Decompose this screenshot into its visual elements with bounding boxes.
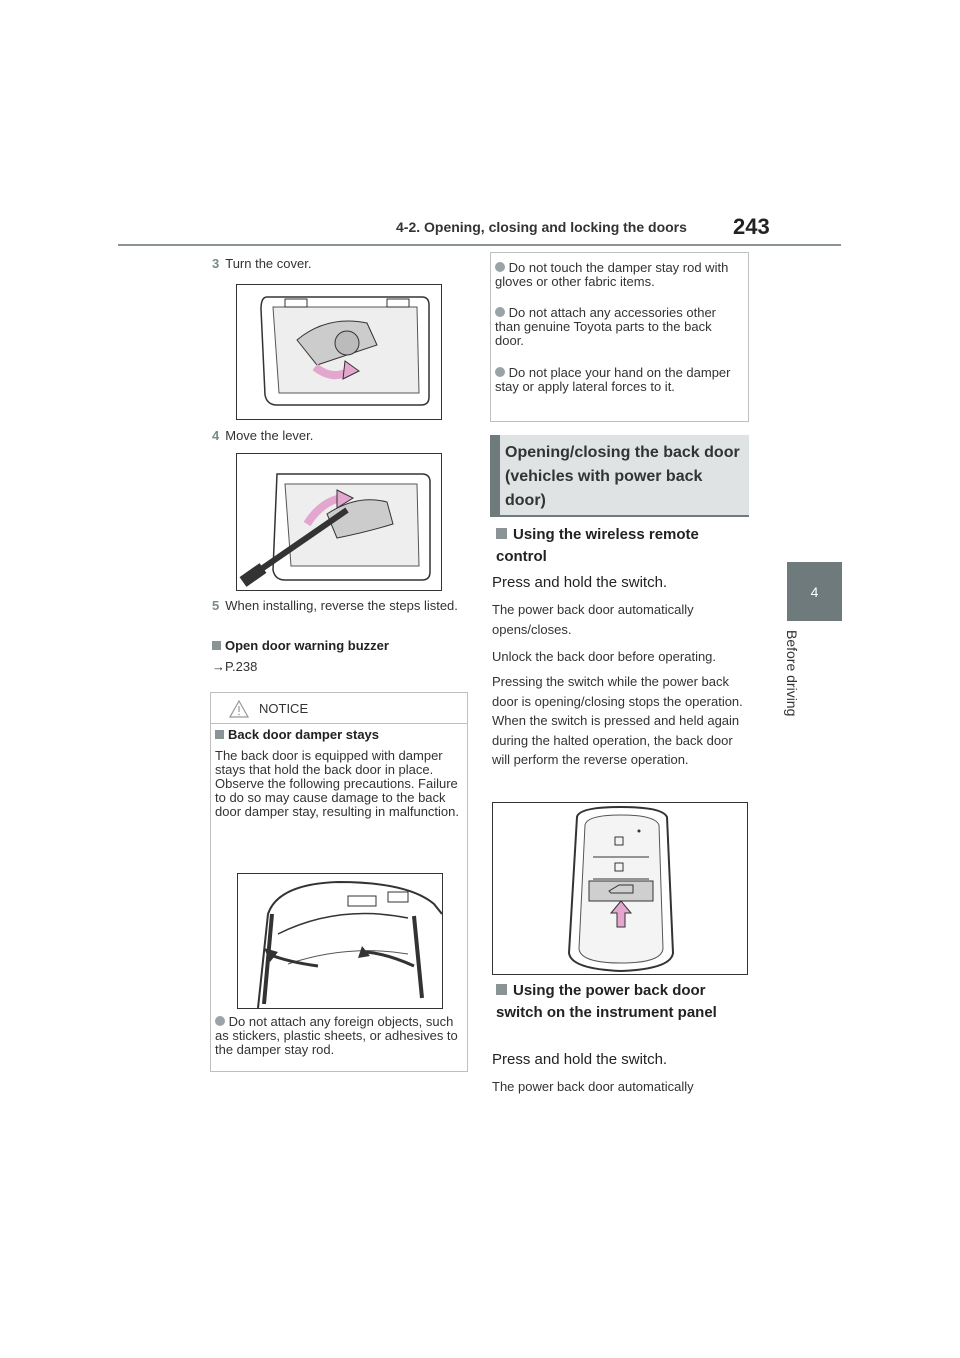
step-4: 4 Move the lever. (212, 428, 313, 443)
notice-heading: Back door damper stays (215, 727, 379, 742)
header-divider (118, 244, 841, 246)
panel-switch-heading-text: Using the power back door switch on the … (496, 982, 717, 1021)
section-title-text: Opening/closing the back door (vehicles … (505, 444, 740, 509)
bullet-dot-icon (495, 262, 505, 272)
page-number: 243 (733, 214, 770, 239)
move-lever-illustration (236, 453, 442, 591)
notice-label: NOTICE (259, 701, 309, 716)
square-bullet-icon (496, 528, 507, 539)
notice-box: NOTICE Back door damper stays The back d… (210, 692, 468, 1072)
notice-body: The back door is equipped with damper st… (215, 748, 459, 819)
warning-continuation-box: Do not touch the damper stay rod with gl… (490, 252, 749, 422)
buzzer-heading: Open door warning buzzer (212, 638, 389, 653)
step-text: Move the lever. (225, 428, 314, 443)
chapter-label-text: Before driving (784, 630, 800, 717)
chapter-tab[interactable]: 4 (787, 562, 842, 621)
remote-heading: Using the wireless remote control (496, 524, 746, 568)
square-bullet-icon (215, 730, 224, 739)
chapter-label: Before driving (780, 630, 810, 730)
notice-header: NOTICE (211, 693, 467, 724)
panel-lead: Press and hold the switch. (492, 1051, 668, 1068)
warning-bullet: Do not touch the damper stay rod with gl… (495, 261, 743, 289)
notice-bullet-text: Do not attach any foreign objects, such … (215, 1014, 458, 1057)
remote-paragraph-2: Unlock the back door before operating. (492, 649, 717, 664)
bullet-dot-icon (495, 367, 505, 377)
bullet-dot-icon (215, 1016, 225, 1026)
page-reference-link[interactable]: →P.238 (212, 659, 258, 674)
step-3: 3 Turn the cover. (212, 256, 311, 271)
remote-paragraph-3: Pressing the switch while the power back… (492, 674, 743, 767)
warning-bullet: Do not attach any accessories other than… (495, 306, 743, 348)
warning-icon (229, 700, 249, 718)
step-text: When installing, reverse the steps liste… (225, 598, 458, 613)
buzzer-heading-text: Open door warning buzzer (225, 638, 389, 653)
panel-paragraph-1: The power back door automatically (492, 1079, 694, 1094)
remote-lead: Press and hold the switch. (492, 574, 668, 591)
notice-heading-text: Back door damper stays (228, 727, 380, 742)
step-number: 5 (212, 598, 220, 613)
damper-stay-illustration (237, 873, 443, 1009)
warning-bullet-text: Do not attach any accessories other than… (495, 305, 717, 348)
notice-bullet: Do not attach any foreign objects, such … (215, 1015, 463, 1057)
warning-bullet-text: Do not touch the damper stay rod with gl… (495, 260, 729, 289)
turn-cover-illustration (236, 284, 442, 420)
remote-key-illustration (492, 802, 748, 975)
warning-bullet-text: Do not place your hand on the damper sta… (495, 365, 731, 394)
step-number: 4 (212, 428, 220, 443)
square-bullet-icon (496, 984, 507, 995)
section-title: 4-2. Opening, closing and locking the do… (396, 219, 687, 235)
step-number: 3 (212, 256, 220, 271)
remote-paragraph-1: The power back door automatically opens/… (492, 602, 694, 637)
remote-heading-text: Using the wireless remote control (496, 526, 699, 565)
step-text: Turn the cover. (225, 256, 312, 271)
square-bullet-icon (212, 641, 221, 650)
warning-bullet: Do not place your hand on the damper sta… (495, 366, 743, 394)
step-5: 5 When installing, reverse the steps list… (212, 599, 462, 613)
panel-switch-heading: Using the power back door switch on the … (496, 980, 746, 1024)
section-heading-band: Opening/closing the back door (vehicles … (490, 435, 749, 517)
section-accent-bar (490, 435, 500, 515)
bullet-dot-icon (495, 307, 505, 317)
